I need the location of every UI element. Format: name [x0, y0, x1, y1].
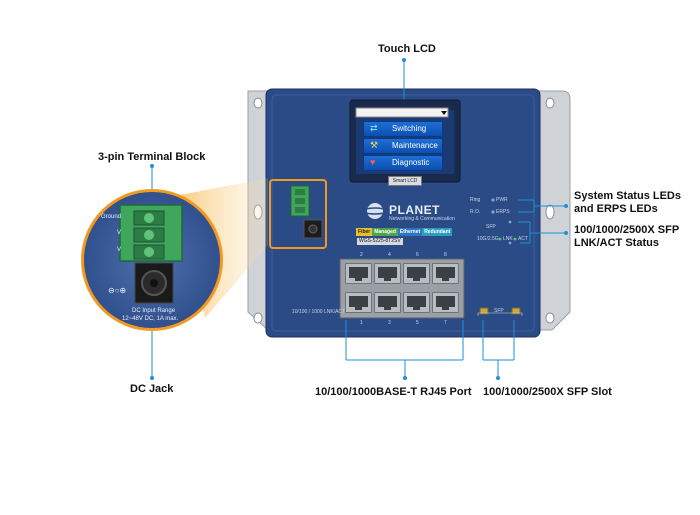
rj45-port-8[interactable]	[432, 263, 459, 284]
port-number-8: 8	[444, 252, 447, 258]
callout-sfp-status: 100/1000/2500X SFP LNK/ACT Status	[574, 224, 679, 249]
led-sfp-label: SFP	[486, 224, 496, 230]
led-act-label: ACT	[518, 236, 528, 242]
feature-strip: Fiber Managed Ethernet Redundant	[356, 228, 453, 236]
status-leds	[491, 198, 517, 245]
brand-tagline: Networking & Communication	[389, 216, 455, 222]
port-number-6: 6	[416, 252, 419, 258]
zoom-circle	[81, 189, 223, 331]
port-number-3: 3	[388, 320, 391, 326]
callout-touch-lcd: Touch LCD	[378, 43, 436, 55]
lcd-maintenance-button[interactable]: ⚒ Maintenance	[363, 138, 443, 154]
port-number-4: 4	[388, 252, 391, 258]
zoom-v2-label: V	[117, 247, 122, 253]
port-legend: 10/100 / 1000 LNK/ACT	[292, 309, 346, 315]
zoom-polarity-icon: ⊖○⊕	[108, 286, 127, 295]
led-pwr-label: PWR	[496, 197, 508, 203]
diagnostic-icon: ♥	[370, 157, 376, 167]
zoom-v1-label: V	[117, 230, 122, 236]
rj45-port-1[interactable]	[345, 292, 372, 313]
callout-terminal-block: 3-pin Terminal Block	[98, 151, 206, 163]
port-number-2: 2	[360, 252, 363, 258]
callout-rj45-port: 10/100/1000BASE-T RJ45 Port	[315, 386, 472, 398]
led-ring-label: Ring	[470, 197, 481, 203]
sfp-label: SFP	[494, 308, 504, 314]
callout-dc-jack: DC Jack	[130, 383, 174, 395]
lcd-switching-button[interactable]: ⇄ Switching	[363, 121, 443, 137]
led-speed-label: 10G/2.5G	[477, 236, 499, 242]
sfp-slots	[477, 307, 523, 316]
rj45-port-2[interactable]	[345, 263, 372, 284]
zoom-ground-label: Ground	[101, 214, 122, 220]
led-erps-label: ERPS	[496, 209, 510, 215]
callout-sfp-slot: 100/1000/2500X SFP Slot	[483, 386, 612, 398]
rj45-port-3[interactable]	[374, 292, 401, 313]
callout-lines	[150, 58, 568, 380]
rj45-port-7[interactable]	[432, 292, 459, 313]
led-ro-label: R.O.	[470, 209, 481, 215]
port-number-1: 1	[360, 320, 363, 326]
lcd-footer-label: Smart LCD	[388, 176, 422, 186]
brand-name: PLANET	[389, 203, 440, 217]
led-lnk-label: LNK	[503, 236, 513, 242]
planet-logo-mark	[367, 203, 383, 219]
port-number-7: 7	[444, 320, 447, 326]
port-number-5: 5	[416, 320, 419, 326]
device-terminal-area	[269, 179, 327, 249]
zoom-dc-range-line1: DC Input Range	[132, 308, 176, 314]
model-label: WGS-5225-8T2SV	[357, 238, 403, 245]
lcd-diagnostic-button[interactable]: ♥ Diagnostic	[363, 155, 443, 171]
switching-icon: ⇄	[370, 123, 378, 133]
rj45-port-6[interactable]	[403, 263, 430, 284]
maintenance-icon: ⚒	[370, 140, 379, 150]
zoom-dc-range-line2: 12~48V DC, 1A max.	[122, 316, 179, 322]
rj45-port-4[interactable]	[374, 263, 401, 284]
rj45-port-5[interactable]	[403, 292, 430, 313]
callout-system-status: System Status LEDs and ERPS LEDs	[574, 190, 681, 215]
